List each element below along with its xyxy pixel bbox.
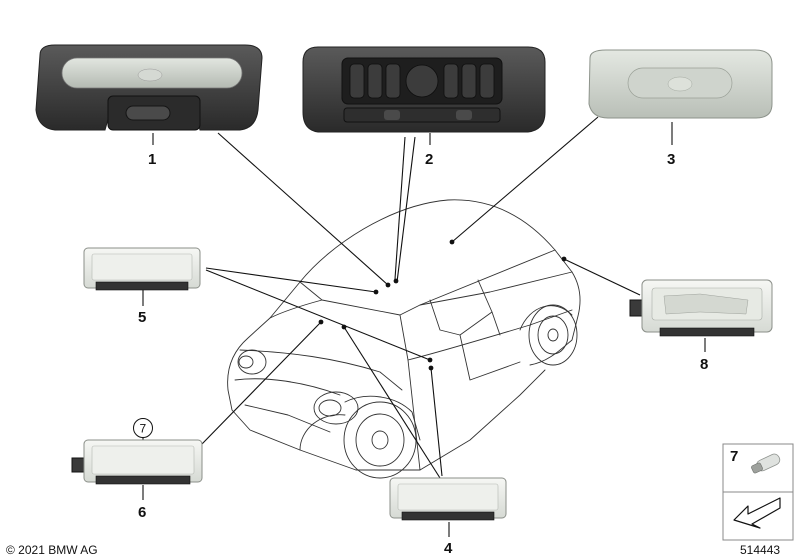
part-1-interior-light[interactable]: [35, 44, 263, 131]
part-4-lamp[interactable]: [389, 477, 507, 521]
part-number-6: 6: [138, 504, 146, 521]
part-number-8: 8: [700, 356, 708, 373]
car-outline: [227, 199, 581, 479]
bulb-icon: [751, 453, 781, 474]
copyright-text: © 2021 BMW AG: [6, 543, 98, 557]
callout-dots: [318, 239, 567, 371]
part-number-2: 2: [425, 151, 433, 168]
circled-ref-ring: [133, 418, 153, 438]
part-6-lamp[interactable]: [71, 439, 203, 485]
part-5-lamp[interactable]: [83, 247, 201, 291]
part-number-1: 1: [148, 151, 156, 168]
pointer-symbol-icon: [733, 497, 781, 529]
part-3-dome-light[interactable]: [588, 49, 773, 119]
circled-ref-7: 7: [140, 422, 147, 436]
part-2-control-panel[interactable]: [302, 46, 546, 133]
part-number-5: 5: [138, 309, 146, 326]
part-number-4: 4: [444, 540, 453, 557]
part-number-3: 3: [667, 151, 675, 168]
diagram-id: 514443: [740, 543, 780, 557]
part-8-lamp[interactable]: [629, 279, 773, 337]
callout-lines: [142, 116, 706, 537]
part-number-7: 7: [730, 448, 738, 465]
part-7-box[interactable]: [722, 443, 794, 541]
